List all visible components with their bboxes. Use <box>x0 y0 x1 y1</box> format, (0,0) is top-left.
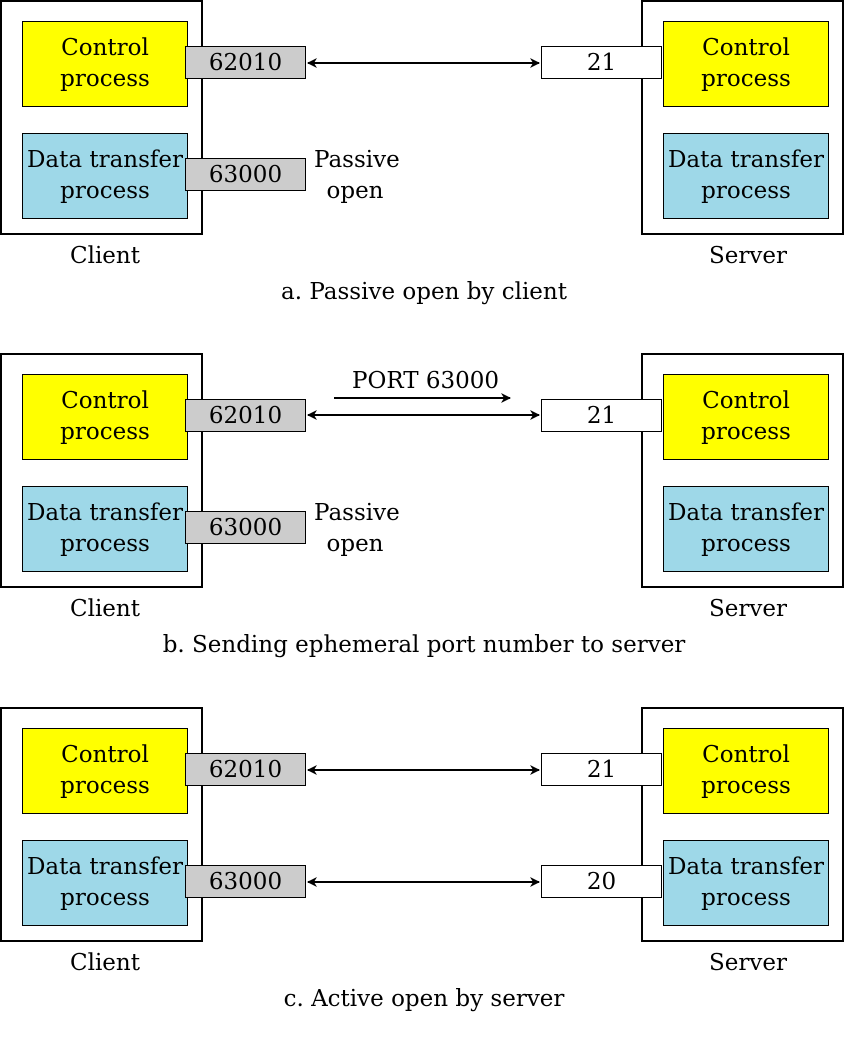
server-control-process: Control process <box>663 21 829 107</box>
client-data-transfer-process: Data transfer process <box>22 133 188 219</box>
server-label: Server <box>709 950 787 976</box>
panel-port-command: Control process Data transfer process Co… <box>0 353 848 693</box>
server-data-transfer-process: Data transfer process <box>663 486 829 572</box>
server-label: Server <box>709 243 787 269</box>
client-label: Client <box>70 950 140 976</box>
client-control-port: 62010 <box>185 46 306 79</box>
server-control-port: 21 <box>541 399 662 432</box>
server-data-transfer-process: Data transfer process <box>663 840 829 926</box>
panel-caption: b. Sending ephemeral port number to serv… <box>162 632 686 658</box>
connection-arrows <box>307 58 540 68</box>
server-control-port: 21 <box>541 46 662 79</box>
client-host: Control process Data transfer process <box>0 0 203 235</box>
client-host: Control process Data transfer process <box>0 707 203 942</box>
client-data-port: 63000 <box>185 158 306 191</box>
client-control-process: Control process <box>22 374 188 460</box>
panel-caption: a. Passive open by client <box>281 279 567 305</box>
server-control-port: 21 <box>541 753 662 786</box>
passive-open-note: Passive open <box>314 500 400 557</box>
client-label: Client <box>70 243 140 269</box>
client-control-port: 62010 <box>185 753 306 786</box>
server-data-transfer-process: Data transfer process <box>663 133 829 219</box>
client-host: Control process Data transfer process <box>0 353 203 588</box>
client-data-port: 63000 <box>185 865 306 898</box>
connection-arrows <box>307 393 540 420</box>
server-host: Control process Data transfer process <box>641 707 844 942</box>
client-label: Client <box>70 596 140 622</box>
server-control-process: Control process <box>663 728 829 814</box>
passive-open-note: Passive open <box>314 147 400 204</box>
client-data-transfer-process: Data transfer process <box>22 486 188 572</box>
client-data-port: 63000 <box>185 511 306 544</box>
client-control-process: Control process <box>22 21 188 107</box>
connection-arrows <box>307 765 540 887</box>
client-data-transfer-process: Data transfer process <box>22 840 188 926</box>
panel-active-open: Control process Data transfer process Co… <box>0 707 848 1047</box>
server-data-port: 20 <box>541 865 662 898</box>
server-host: Control process Data transfer process <box>641 0 844 235</box>
client-control-port: 62010 <box>185 399 306 432</box>
server-control-process: Control process <box>663 374 829 460</box>
client-control-process: Control process <box>22 728 188 814</box>
server-host: Control process Data transfer process <box>641 353 844 588</box>
server-label: Server <box>709 596 787 622</box>
panel-caption: c. Active open by server <box>283 986 565 1012</box>
panel-passive-open: Control process Data transfer process Co… <box>0 0 848 340</box>
port-message-label: PORT 63000 <box>352 368 500 394</box>
